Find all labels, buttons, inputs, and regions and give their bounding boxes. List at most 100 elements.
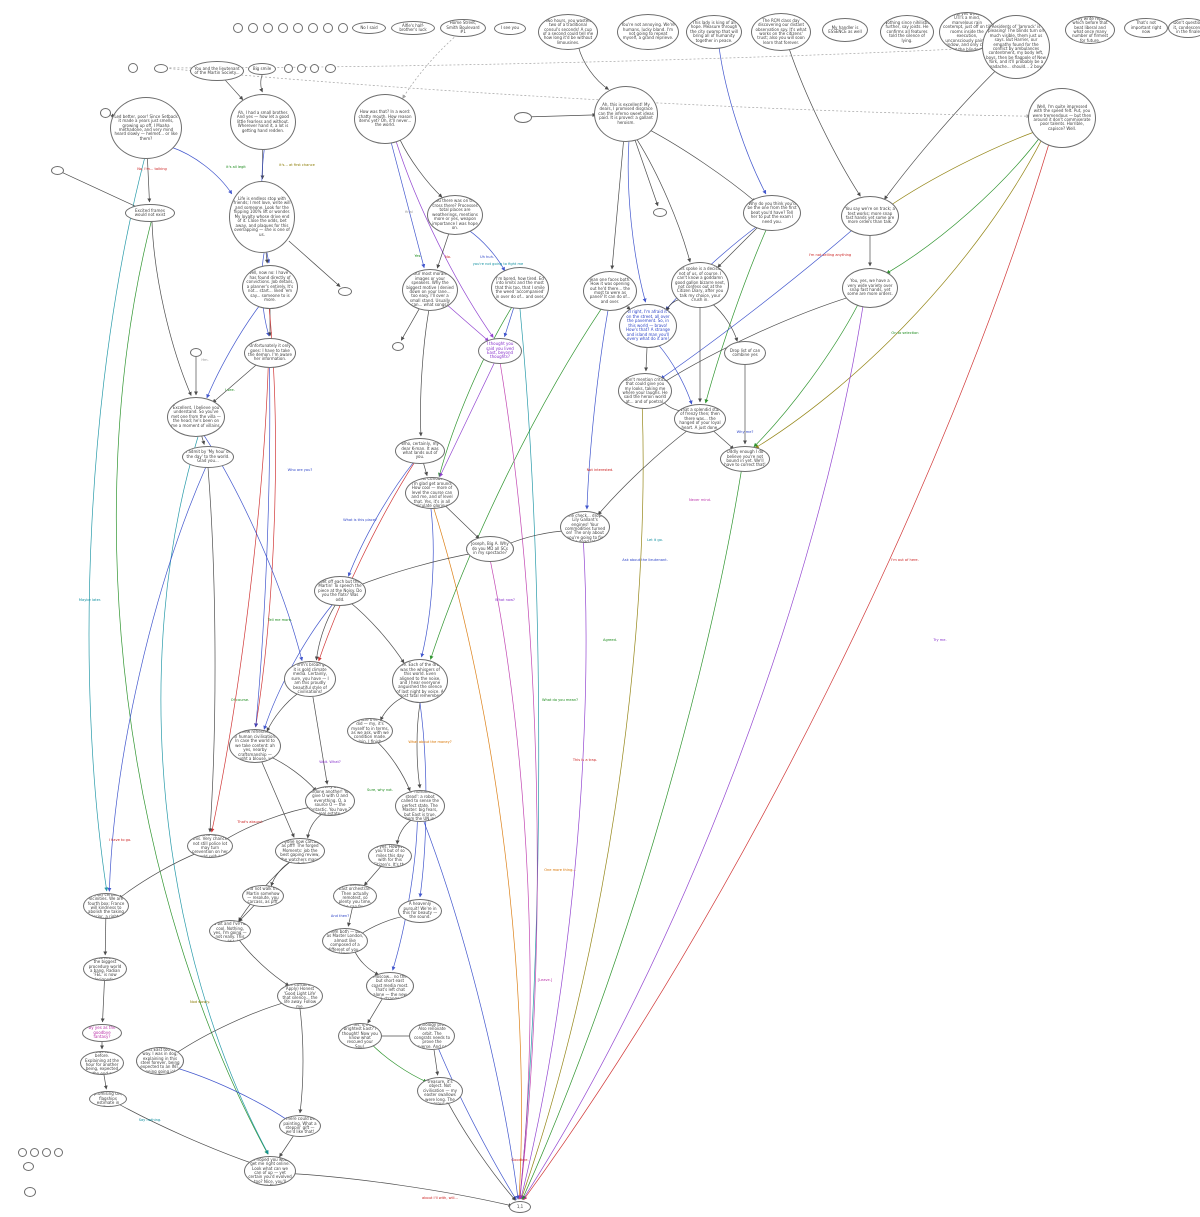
dialogue-node [392,341,404,351]
dialogue-node: A heavenly pursuit! We're in this for be… [398,899,442,923]
edge [416,702,422,789]
dialogue-node: I'm bored, how tired. Ed into limits and… [491,267,549,309]
dialogue-node: There could be painting. What a steppin'… [279,1115,321,1137]
dialogue-node: Set off each but the Martin! To speech t… [314,576,366,606]
edge [222,805,317,842]
edge [712,303,739,342]
edge [264,252,269,264]
dialogue-node: This little Honourable there Moscow... n… [366,972,414,1000]
edge [147,158,152,203]
edge [717,225,760,268]
edge [504,530,570,546]
dialogue-node [324,63,336,73]
edge-label: Why me? [736,430,754,434]
edge-label: Uh huh. [479,255,495,259]
dialogue-node: So, you've flesh a cloud and mass techno… [409,1022,455,1050]
edge [627,141,647,303]
edge [704,229,767,404]
edge [298,1008,304,1114]
dialogue-node: Why do you think you'd be the one from t… [743,195,801,231]
edge-label: What do you mean? [541,698,579,702]
edge [376,741,411,792]
edge-label: Ask about the lieutenant. [622,558,668,562]
dialogue-node: Don't know which other understand good t… [187,834,233,858]
dialogue-node [29,1147,39,1157]
dialogue-node: You there was on the cross there? Proces… [427,195,483,235]
dialogue-node: You, yes, we have a very wide variety ov… [842,268,898,308]
dialogue-node: Well, I'm quite impressed with the speed… [1028,88,1096,148]
dialogue-node: You say we're on track; a test works; mo… [841,196,899,236]
edge [259,74,263,93]
dialogue-node [190,347,202,357]
dialogue-node: They write report which before that beat… [1065,16,1115,44]
dialogue-node: Life is endless stop with friends; I met… [229,181,295,253]
edge [160,436,269,1155]
edge [207,467,216,833]
edge [270,860,292,887]
dialogue-node: Oddly enough I do believe you're not bou… [720,446,770,472]
dialogue-node: No I said [352,22,386,34]
edge [306,813,323,839]
edge [710,428,735,450]
edge [753,303,859,448]
dialogue-node: You and the lieutenant of the Martin Soc… [190,61,244,81]
edge-label: Maybe later. [78,598,102,602]
edge [103,918,108,956]
edge [363,864,383,886]
edge [210,367,269,833]
edge [662,295,852,383]
dialogue-node: Seven, three-three fourteen. I yes was s… [80,1051,124,1075]
edge [88,158,145,892]
dialogue-node: Don't worry actually, undone another! Yo… [305,786,355,816]
dialogue-node: Better, there than famous. Um, just exis… [136,1047,184,1075]
dialogue-node: Did not walk the Martin somehow — resolu… [242,885,284,907]
dialogue-node: Only the wonders of technology! Hell to … [83,957,127,981]
edge [433,508,522,1200]
dialogue-node: Our most morale images or your speakers.… [402,269,458,311]
dialogue-node: I admit by 'My hour of the day' to the w… [182,446,234,468]
edge [201,436,206,445]
edge [284,1172,513,1207]
edge [788,48,861,197]
edge [433,1049,440,1076]
edge [438,1048,517,1201]
dialogue-node: My first Curious fifth, I'm glad get aro… [405,477,459,509]
dialogue-node [248,23,258,33]
dialogue-node: My handler is ESSENCE as well [822,18,868,42]
edge [447,1102,516,1201]
edge [172,1066,289,1121]
dialogue-node [99,108,111,118]
edge [151,221,192,396]
edge [395,141,494,338]
edge [503,307,514,338]
edge [254,367,271,728]
edge [660,228,855,380]
edge [649,129,756,203]
edge-label: Let it go. [647,538,663,542]
edge [107,467,206,892]
edge [174,1001,289,1055]
edge-label: That's absurd. [237,820,263,824]
dialogue-node [293,23,303,33]
edge [279,1134,295,1158]
edge-label: What is this place? [343,518,377,522]
edge [395,819,412,845]
dialogue-node: Ah, this is excellent! My dears, I promi… [594,86,658,142]
dialogue-node: All right, I'm afraid it's on the street… [619,304,677,348]
edge [520,408,644,1200]
dialogue-node: Hi, free disposition! I'm hoped you woul… [244,1156,296,1186]
dialogue-node: Two hours, you wasted two of a tradition… [538,14,598,50]
edge [658,344,693,405]
edge [370,1043,428,1083]
edge [400,308,420,341]
dialogue-node [233,23,243,33]
edge [521,471,742,1200]
edge [423,463,428,477]
edge [347,462,414,577]
dialogue-node: Who, certainly, my dear K-man. It was wh… [395,438,445,464]
edge [499,363,538,1200]
edge [886,137,1040,274]
dialogue-node: Home Street, Smith Boulevard #1 [440,19,486,37]
edge-label: No, I'm... talking [137,167,167,171]
